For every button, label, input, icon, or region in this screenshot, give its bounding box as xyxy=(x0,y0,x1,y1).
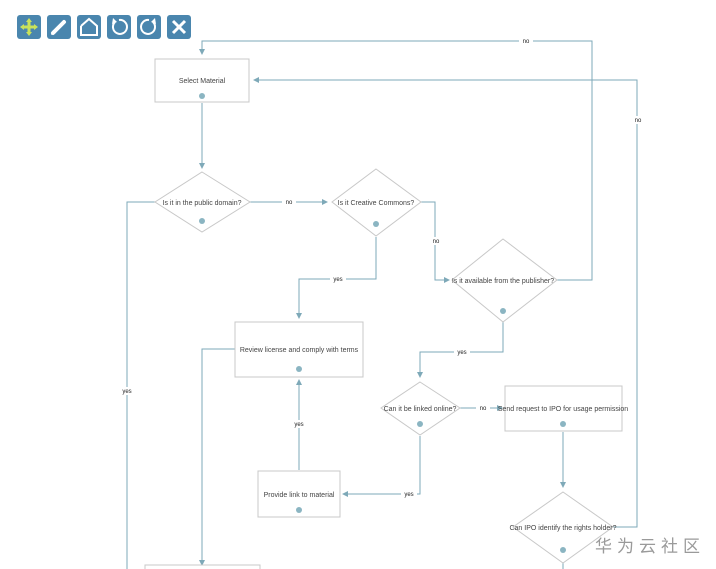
node-select-material[interactable]: Select Material xyxy=(154,58,250,103)
edge-label-public-yes: yes xyxy=(122,389,131,395)
close-icon xyxy=(171,19,187,35)
redo-button[interactable] xyxy=(137,15,161,39)
node-label: Is it available from the publisher? xyxy=(452,278,554,285)
node-send-request[interactable]: Send request to IPO for usage permission xyxy=(498,385,628,432)
node-label: Is it Creative Commons? xyxy=(338,200,415,207)
edge-label-public-no: no xyxy=(286,200,293,206)
node-label: Can it be linked online? xyxy=(384,406,457,413)
connector-icon xyxy=(560,547,566,553)
node-label: Is it in the public domain? xyxy=(163,200,242,207)
connector-icon xyxy=(560,421,566,427)
node-label: Send request to IPO for usage permission xyxy=(498,406,628,413)
node-identify-rights-holder[interactable]: Can IPO identify the rights holder? xyxy=(509,491,617,564)
edge-label-identify-no: no xyxy=(635,118,642,124)
connector-icon xyxy=(199,218,205,224)
edge-linked-provide xyxy=(342,436,421,497)
move-button[interactable] xyxy=(17,15,41,39)
home-button[interactable] xyxy=(77,15,101,39)
connector-icon xyxy=(199,93,205,99)
edge-public-yes xyxy=(126,201,155,569)
edge-identify-select xyxy=(253,77,638,528)
connector-icon xyxy=(296,366,302,372)
edge-publisher-select xyxy=(199,40,593,281)
edge-label-cc-yes: yes xyxy=(333,277,342,283)
node-provide-link[interactable]: Provide link to material xyxy=(257,470,341,518)
node-linked-online[interactable]: Can it be linked online? xyxy=(380,381,461,436)
connector-icon xyxy=(417,421,423,427)
move-icon xyxy=(20,18,38,36)
undo-button[interactable] xyxy=(107,15,131,39)
connector-icon xyxy=(500,308,506,314)
node-label: Select Material xyxy=(179,78,226,85)
node-label: Review license and comply with terms xyxy=(240,347,359,354)
node-offscreen xyxy=(144,564,261,569)
node-public-domain[interactable]: Is it in the public domain? xyxy=(154,171,251,233)
node-label: Can IPO identify the rights holder? xyxy=(509,525,616,532)
edge-review-out xyxy=(199,348,235,566)
edge-label-publisher-no: no xyxy=(523,39,530,45)
undo-icon xyxy=(112,18,128,35)
connector-icon xyxy=(373,221,379,227)
home-icon xyxy=(80,17,98,36)
node-review-license[interactable]: Review license and comply with terms xyxy=(234,321,364,378)
connector-icon xyxy=(296,507,302,513)
node-creative-commons[interactable]: Is it Creative Commons? xyxy=(331,168,422,237)
node-label: Provide link to material xyxy=(264,492,335,499)
edge-label-linked-no: no xyxy=(480,406,487,412)
redo-icon xyxy=(140,18,156,35)
close-button[interactable] xyxy=(167,15,191,39)
edge-label-publisher-yes: yes xyxy=(457,350,466,356)
edge-label-cc-no: no xyxy=(433,239,440,245)
watermark: 华为云社区 xyxy=(595,537,705,557)
node-publisher[interactable]: Is it available from the publisher? xyxy=(451,238,558,323)
edge-label-provide-yes: yes xyxy=(294,422,303,428)
edge-label-linked-yes: yes xyxy=(404,492,413,498)
pencil-icon xyxy=(51,20,66,35)
edit-button[interactable] xyxy=(47,15,71,39)
